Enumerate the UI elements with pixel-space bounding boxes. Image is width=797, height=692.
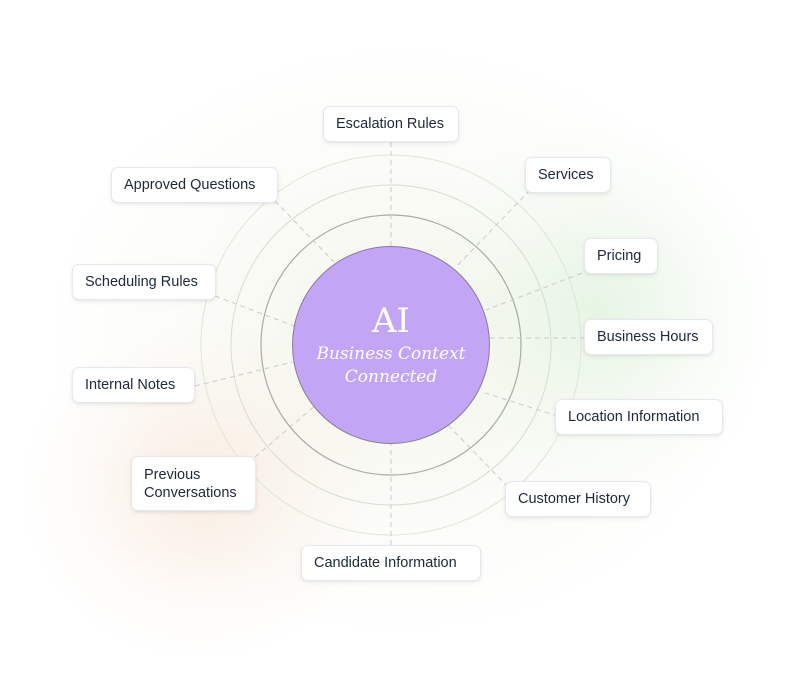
node-customer-history: Customer History — [505, 481, 651, 517]
node-label-line1: Previous — [144, 466, 201, 483]
connector-customer-history — [447, 424, 509, 488]
node-label: Services — [538, 167, 594, 183]
connector-internal-notes — [194, 361, 294, 387]
connector-scheduling-rules — [214, 295, 295, 327]
ai-hub: AI Business Context Connected — [292, 246, 490, 444]
node-label: Escalation Rules — [336, 116, 444, 132]
connector-location-information — [481, 391, 559, 417]
connector-pricing — [485, 269, 591, 311]
node-services: Services — [525, 157, 611, 193]
hub-subtitle-line1: Business Context — [316, 344, 466, 364]
node-internal-notes: Internal Notes — [72, 367, 195, 403]
hub-subtitle-line2: Connected — [344, 367, 438, 387]
node-escalation-rules: Escalation Rules — [323, 106, 459, 142]
node-label: Pricing — [597, 248, 642, 264]
node-candidate-information: Candidate Information — [301, 545, 481, 581]
node-location-information: Location Information — [555, 399, 723, 435]
node-label: Internal Notes — [85, 377, 176, 393]
connector-services — [454, 189, 531, 269]
node-label-line2: Conversations — [144, 484, 237, 501]
node-label: Approved Questions — [124, 177, 256, 193]
node-approved-questions: Approved Questions — [111, 167, 278, 203]
hub-title: AI — [372, 301, 410, 341]
connector-previous-conversations — [254, 404, 317, 458]
node-label: Business Hours — [597, 329, 699, 345]
node-business-hours: Business Hours — [584, 319, 713, 355]
node-pricing: Pricing — [584, 238, 658, 274]
node-label: Candidate Information — [314, 555, 457, 571]
node-scheduling-rules: Scheduling Rules — [72, 264, 216, 300]
node-label: Location Information — [568, 409, 700, 425]
node-previous-conversations: Previous Conversations — [131, 456, 256, 511]
node-label: Scheduling Rules — [85, 274, 198, 290]
node-label: Customer History — [518, 491, 630, 507]
